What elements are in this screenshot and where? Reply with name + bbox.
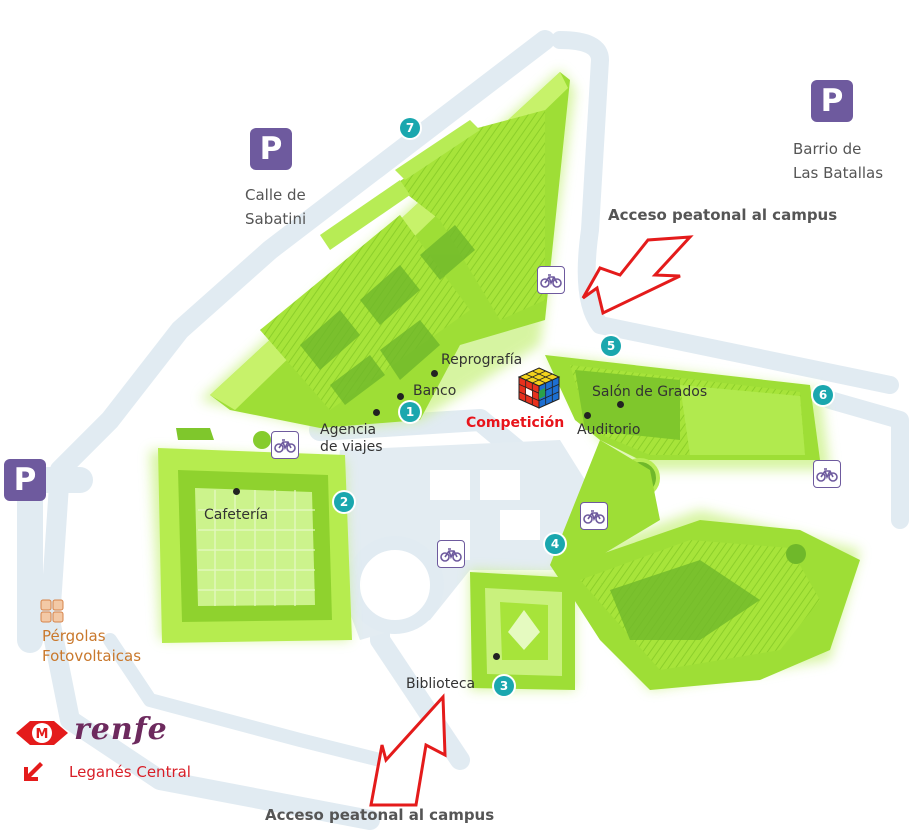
svg-text:M: M [36, 727, 49, 742]
building-marker-3[interactable]: 3 [494, 676, 514, 696]
parking-icon[interactable]: P [811, 80, 853, 122]
agencia-dot [373, 409, 380, 416]
solar-pergola-icon [40, 599, 64, 623]
banco-dot [397, 393, 404, 400]
auditorio-label: Auditorio [577, 422, 641, 438]
parking-icon[interactable]: P [250, 128, 292, 170]
building-marker-7[interactable]: 7 [400, 118, 420, 138]
biblioteca-dot [493, 653, 500, 660]
leganes-central-label[interactable]: Leganés Central [69, 763, 191, 781]
access-bottom-label: Acceso peatonal al campus [265, 806, 495, 824]
bicycle-parking-icon[interactable] [537, 266, 565, 294]
access-arrow-icon [369, 235, 694, 807]
barrio-batallas-label: Barrio de Las Batallas [793, 140, 884, 182]
building-cafeteria [158, 448, 352, 643]
reprografia-dot [431, 370, 438, 377]
rubiks-cube-icon[interactable] [517, 366, 561, 410]
bicycle-parking-icon[interactable] [580, 502, 608, 530]
bicycle-parking-icon[interactable] [437, 540, 465, 568]
agencia-label: Agencia de viajes [320, 422, 383, 455]
renfe-arrow-icon [24, 762, 43, 781]
salon-grados-dot [617, 401, 624, 408]
bicycle-parking-icon[interactable] [813, 460, 841, 488]
calle-sabatini-label: Calle de Sabatini [245, 186, 307, 228]
competition-label[interactable]: Competición [466, 415, 565, 431]
building-biblioteca [470, 572, 575, 690]
access-top-label: Acceso peatonal al campus [608, 206, 838, 224]
building-marker-4[interactable]: 4 [545, 534, 565, 554]
renfe-logo: renfe [74, 712, 168, 747]
metro-icon: M [16, 721, 68, 745]
pavilion [176, 428, 214, 440]
plaza-paving [330, 440, 610, 640]
building-marker-5[interactable]: 5 [601, 336, 621, 356]
salon-grados-label: Salón de Grados [592, 384, 708, 400]
building-marker-6[interactable]: 6 [813, 385, 833, 405]
pergolas-label: Pérgolas Fotovoltaicas [42, 627, 142, 665]
bicycle-parking-icon[interactable] [271, 431, 299, 459]
parking-icon[interactable]: P [4, 459, 46, 501]
building-marker-1[interactable]: 1 [400, 402, 420, 422]
kiosk [253, 431, 271, 449]
cafeteria-dot [233, 488, 240, 495]
building-north [210, 72, 570, 428]
biblioteca-label: Biblioteca [406, 676, 476, 692]
reprografia-label: Reprografía [441, 352, 523, 368]
auditorio-dot [584, 412, 591, 419]
cafeteria-label: Cafetería [204, 507, 269, 523]
banco-label: Banco [413, 383, 457, 399]
building-marker-2[interactable]: 2 [334, 492, 354, 512]
